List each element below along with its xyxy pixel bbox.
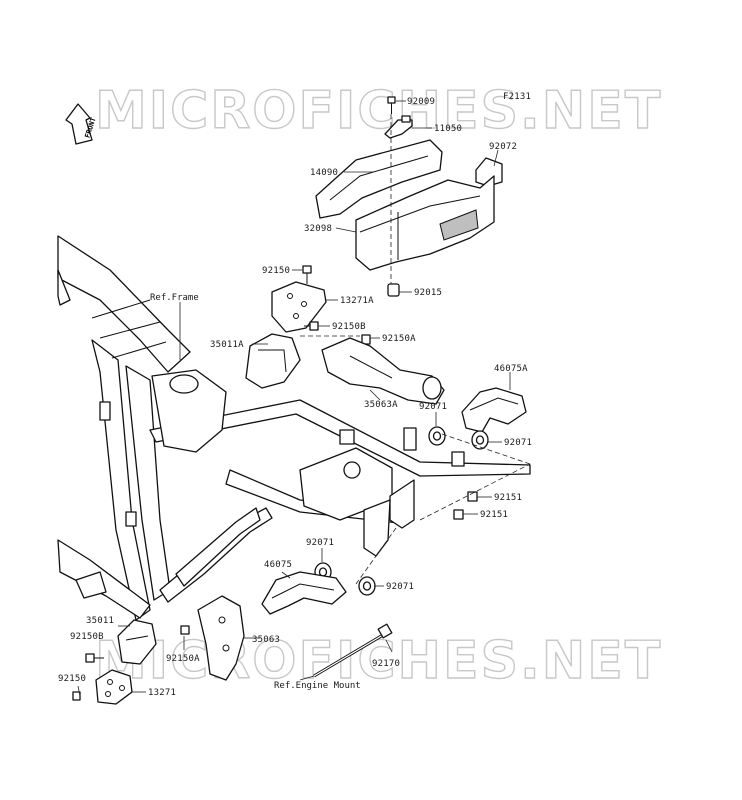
label-35011: 35011 [86,616,114,626]
label-46075: 46075 [264,560,292,570]
collar-92071-b [471,430,489,450]
peg-46075A [461,387,527,433]
bolt-92150-bottom [72,691,81,701]
arm-35063A [321,337,445,405]
watermark-top: MICROFICHES.NET [95,81,662,141]
bolt-92150A-bottom [180,625,190,635]
arm-35063 [197,595,245,681]
clip-11050 [384,115,413,139]
dashed-guide-d [355,527,397,585]
label-92151-b: 92151 [480,510,508,520]
bolt-92151-b [453,509,464,520]
label-35063: 35063 [252,635,280,645]
label-92151-a: 92151 [494,493,522,503]
label-35063A: 35063A [364,400,398,410]
label-92150A-top: 92150A [382,334,416,344]
label-92170: 92170 [372,659,400,669]
label-92015: 92015 [414,288,442,298]
tray-32098 [355,175,495,271]
bracket-92072 [475,157,503,187]
long-bolt-92170 [313,623,393,678]
watermark-bottom: MICROFICHES.NET [95,631,662,691]
bolt-92151-a [467,491,478,502]
label-11050: 11050 [434,124,462,134]
label-92071-d: 92071 [386,582,414,592]
bolt-92150B-bottom [85,653,104,663]
label-92150-bottom: 92150 [58,674,86,684]
label-92071-b: 92071 [504,438,532,448]
label-92009: 92009 [407,97,435,107]
dashed-guide-b [419,463,531,521]
label-14090: 14090 [310,168,338,178]
label-92150-top: 92150 [262,266,290,276]
bracket-13271A [271,281,327,333]
label-92150B-top: 92150B [332,322,366,332]
frame [57,235,531,621]
bolt-92009 [387,96,396,114]
label-92150B-bottom: 92150B [70,632,104,642]
label-13271: 13271 [148,688,176,698]
label-92071-a: 92071 [419,402,447,412]
footpeg-bracket-35011A [245,333,301,389]
footpeg-bracket-35011 [117,619,157,665]
grommet-92015 [387,283,400,297]
label-92071-c: 92071 [306,538,334,548]
front-arrow-icon: FRONT [65,103,98,145]
label-46075A: 46075A [494,364,528,374]
label-92150A-bottom: 92150A [166,654,200,664]
collar-92071-a [428,426,446,446]
label-35011A: 35011A [210,340,244,350]
leader-lines [77,100,511,697]
peg-46075 [261,571,347,615]
cover-14090 [315,139,443,219]
label-32098: 32098 [304,224,332,234]
label-92072: 92072 [489,142,517,152]
ref-frame-label: Ref.Frame [150,293,199,303]
bolt-92150-top [302,265,312,284]
label-13271A: 13271A [340,296,374,306]
ref-engine-mount-label: Ref.Engine Mount [274,681,361,691]
figure-code: F2131 [503,92,531,102]
collar-92071-d [358,576,376,596]
